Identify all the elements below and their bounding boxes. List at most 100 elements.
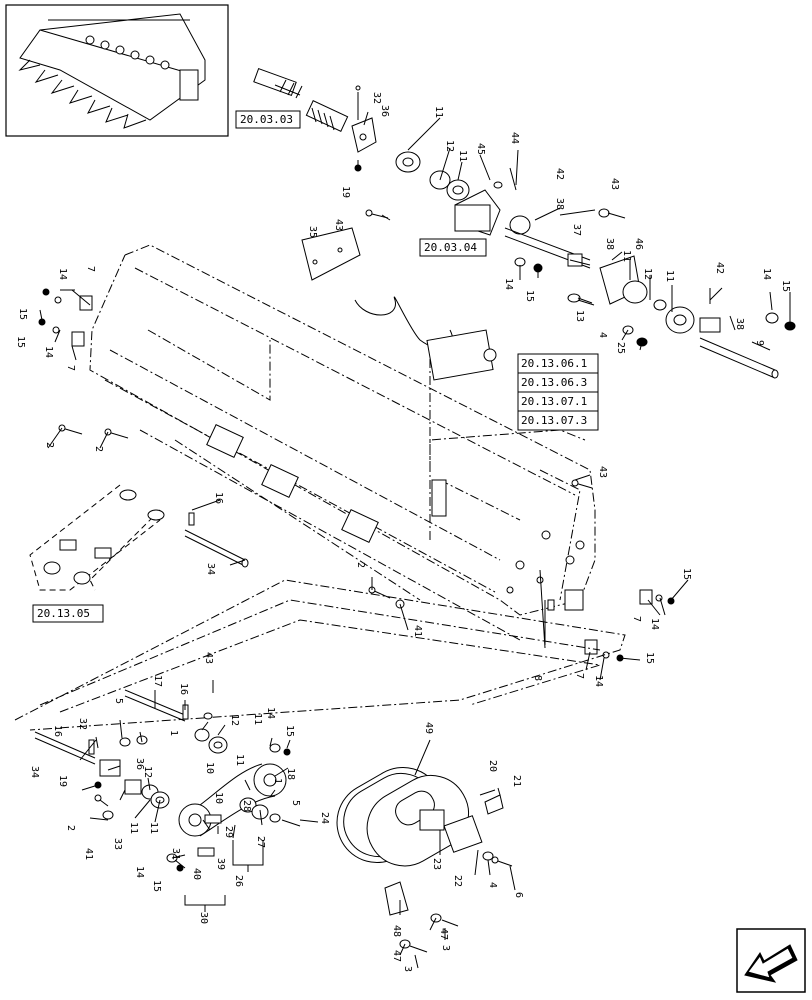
callout-number: 8 [532, 675, 543, 681]
callout-number: 14 [134, 866, 145, 878]
callout-number: 7 [574, 673, 585, 679]
callout-number: 17 [152, 675, 163, 687]
callout-number: 31 [170, 848, 181, 860]
callout-number: 15 [17, 308, 28, 320]
callout-number: 2 [355, 562, 366, 568]
callout-number: 13 [574, 310, 585, 322]
ref-label: 20.03.04 [424, 241, 477, 254]
callout-number: 45 [475, 143, 486, 155]
callout-number: 2 [65, 825, 76, 831]
callout-number: 37 [571, 224, 582, 236]
callout-number: 11 [252, 713, 263, 725]
callout-number: 14 [761, 268, 772, 280]
callout-number: 12 [444, 140, 455, 152]
callout-number: 4 [597, 332, 608, 338]
callout-number: 15 [151, 880, 162, 892]
callout-number: 25 [615, 342, 626, 354]
callout-number: 23 [431, 858, 442, 870]
callout-number: 14 [265, 707, 276, 719]
callout-number: 14 [57, 268, 68, 280]
callout-number: 14 [649, 618, 660, 630]
callout-number: 43 [597, 466, 608, 478]
callout-number: 11 [457, 150, 468, 162]
ref-label: 20.13.06.3 [521, 376, 587, 389]
callout-number: 19 [340, 186, 351, 198]
callout-number: 34 [29, 766, 40, 778]
callout-number: 10 [213, 792, 224, 804]
header-frame [38, 244, 675, 662]
callout-number: 11 [148, 822, 159, 834]
callout-number: 15 [524, 290, 535, 302]
callout-number: 26 [233, 875, 244, 887]
callout-number: 29 [223, 826, 234, 838]
callout-number: 40 [191, 868, 202, 880]
ref-box[interactable] [517, 410, 599, 431]
callout-number: 7 [85, 266, 96, 272]
callout-number: 16 [213, 492, 224, 504]
callout-number: 5 [113, 698, 124, 704]
callout-number: 18 [285, 768, 296, 780]
callout-number: 6 [513, 892, 524, 898]
callout-number: 12 [142, 766, 153, 778]
callout-number: 36 [134, 758, 145, 770]
callout-number: 20 [487, 760, 498, 772]
ref-label: 20.13.07.1 [521, 395, 587, 408]
callout-number: 11 [234, 754, 245, 766]
callout-number: 41 [412, 625, 423, 637]
callout-number: 30 [198, 912, 209, 924]
callout-number: 15 [15, 336, 26, 348]
ref-box[interactable] [419, 238, 487, 257]
callout-number: 32 [371, 92, 382, 104]
callout-number: 11 [433, 106, 444, 118]
callout-number: 10 [204, 762, 215, 774]
belt-and-cover [336, 767, 513, 953]
callout-number: 1 [168, 730, 179, 736]
leader-lines [39, 95, 791, 969]
callout-number: 38 [554, 198, 565, 210]
snouts-and-shafts [14, 429, 626, 731]
callout-number: 39 [215, 858, 226, 870]
callout-number: 1 [272, 778, 283, 784]
ref-label: 20.13.05 [37, 607, 90, 620]
callout-number: 48 [391, 925, 402, 937]
callout-number: 7 [631, 616, 642, 622]
callout-number: 34 [205, 563, 216, 575]
callout-number: 32 [77, 718, 88, 730]
callout-number: 46 [633, 238, 644, 250]
callout-number: 41 [83, 848, 94, 860]
chain-drive-assembly [34, 689, 301, 912]
callout-number: 7 [65, 365, 76, 371]
ref-box[interactable] [235, 110, 301, 129]
corn-header-thumbnail [5, 4, 229, 137]
next-page-arrow-icon[interactable] [736, 928, 806, 993]
callout-number: 11 [664, 270, 675, 282]
callout-number: 19 [57, 775, 68, 787]
callout-number: 47 [391, 950, 402, 962]
callout-number: 42 [714, 262, 725, 274]
callout-number: 43 [609, 178, 620, 190]
callout-number: 15 [780, 280, 791, 292]
callout-number: 15 [644, 652, 655, 664]
ref-label: 20.03.03 [240, 113, 293, 126]
callout-number: 14 [503, 278, 514, 290]
callout-number: 27 [255, 836, 266, 848]
ref-box[interactable] [32, 604, 104, 623]
callout-number: 15 [284, 725, 295, 737]
callout-number: 3 [402, 966, 413, 972]
callout-number: 16 [52, 725, 63, 737]
upper-drive-assembly [253, 67, 796, 379]
callout-number: 3 [440, 945, 451, 951]
callout-number: 15 [681, 568, 692, 580]
callout-number: 22 [452, 875, 463, 887]
callout-number: 11 [621, 250, 632, 262]
callout-number: 38 [604, 238, 615, 250]
callout-number: 42 [554, 168, 565, 180]
callout-number: 4 [487, 882, 498, 888]
callout-number: 12 [642, 268, 653, 280]
callout-number: 43 [333, 219, 344, 231]
callout-number: 36 [379, 105, 390, 117]
callout-number: 2 [93, 446, 104, 452]
callout-number: 14 [43, 346, 54, 358]
callout-number: 9 [754, 340, 765, 346]
